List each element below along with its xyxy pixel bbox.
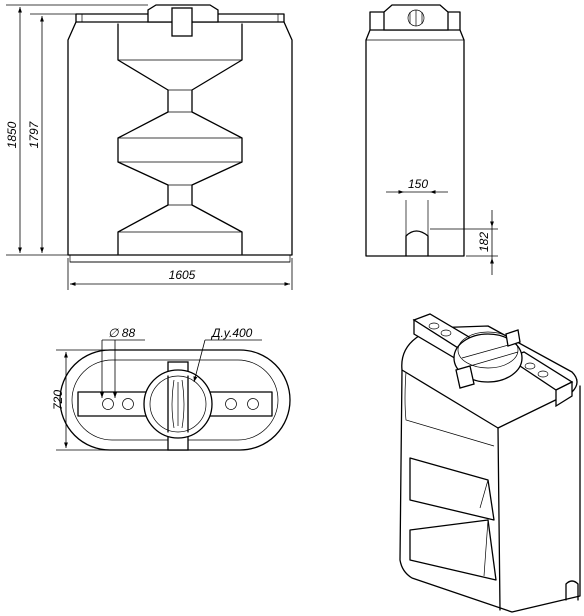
outlet-width-label: 150	[408, 177, 428, 191]
dimension-depth: 720	[51, 349, 110, 451]
dimension-body-height: 1797	[27, 13, 76, 253]
side-view	[365, 4, 465, 257]
overall-height-label: 1850	[5, 121, 19, 148]
dimension-outlet-width: 150	[386, 177, 448, 194]
top-view	[59, 349, 291, 451]
front-view	[67, 4, 293, 263]
dimension-lid-diameter: Д.у.400	[193, 326, 262, 383]
lid-diameter-label: Д.у.400	[210, 326, 253, 340]
depth-label: 720	[51, 390, 65, 410]
dimension-width: 1605	[67, 258, 293, 290]
isometric-view	[399, 313, 581, 613]
width-label: 1605	[169, 268, 196, 282]
dimension-overall-height: 1850	[5, 4, 148, 256]
hole-diameter-label: ∅ 88	[108, 326, 135, 340]
dimension-outlet-height: 182	[430, 210, 498, 275]
body-height-label: 1797	[27, 120, 41, 148]
dimension-hole-diameter: ∅ 88	[100, 326, 145, 398]
outlet-height-label: 182	[477, 232, 491, 252]
